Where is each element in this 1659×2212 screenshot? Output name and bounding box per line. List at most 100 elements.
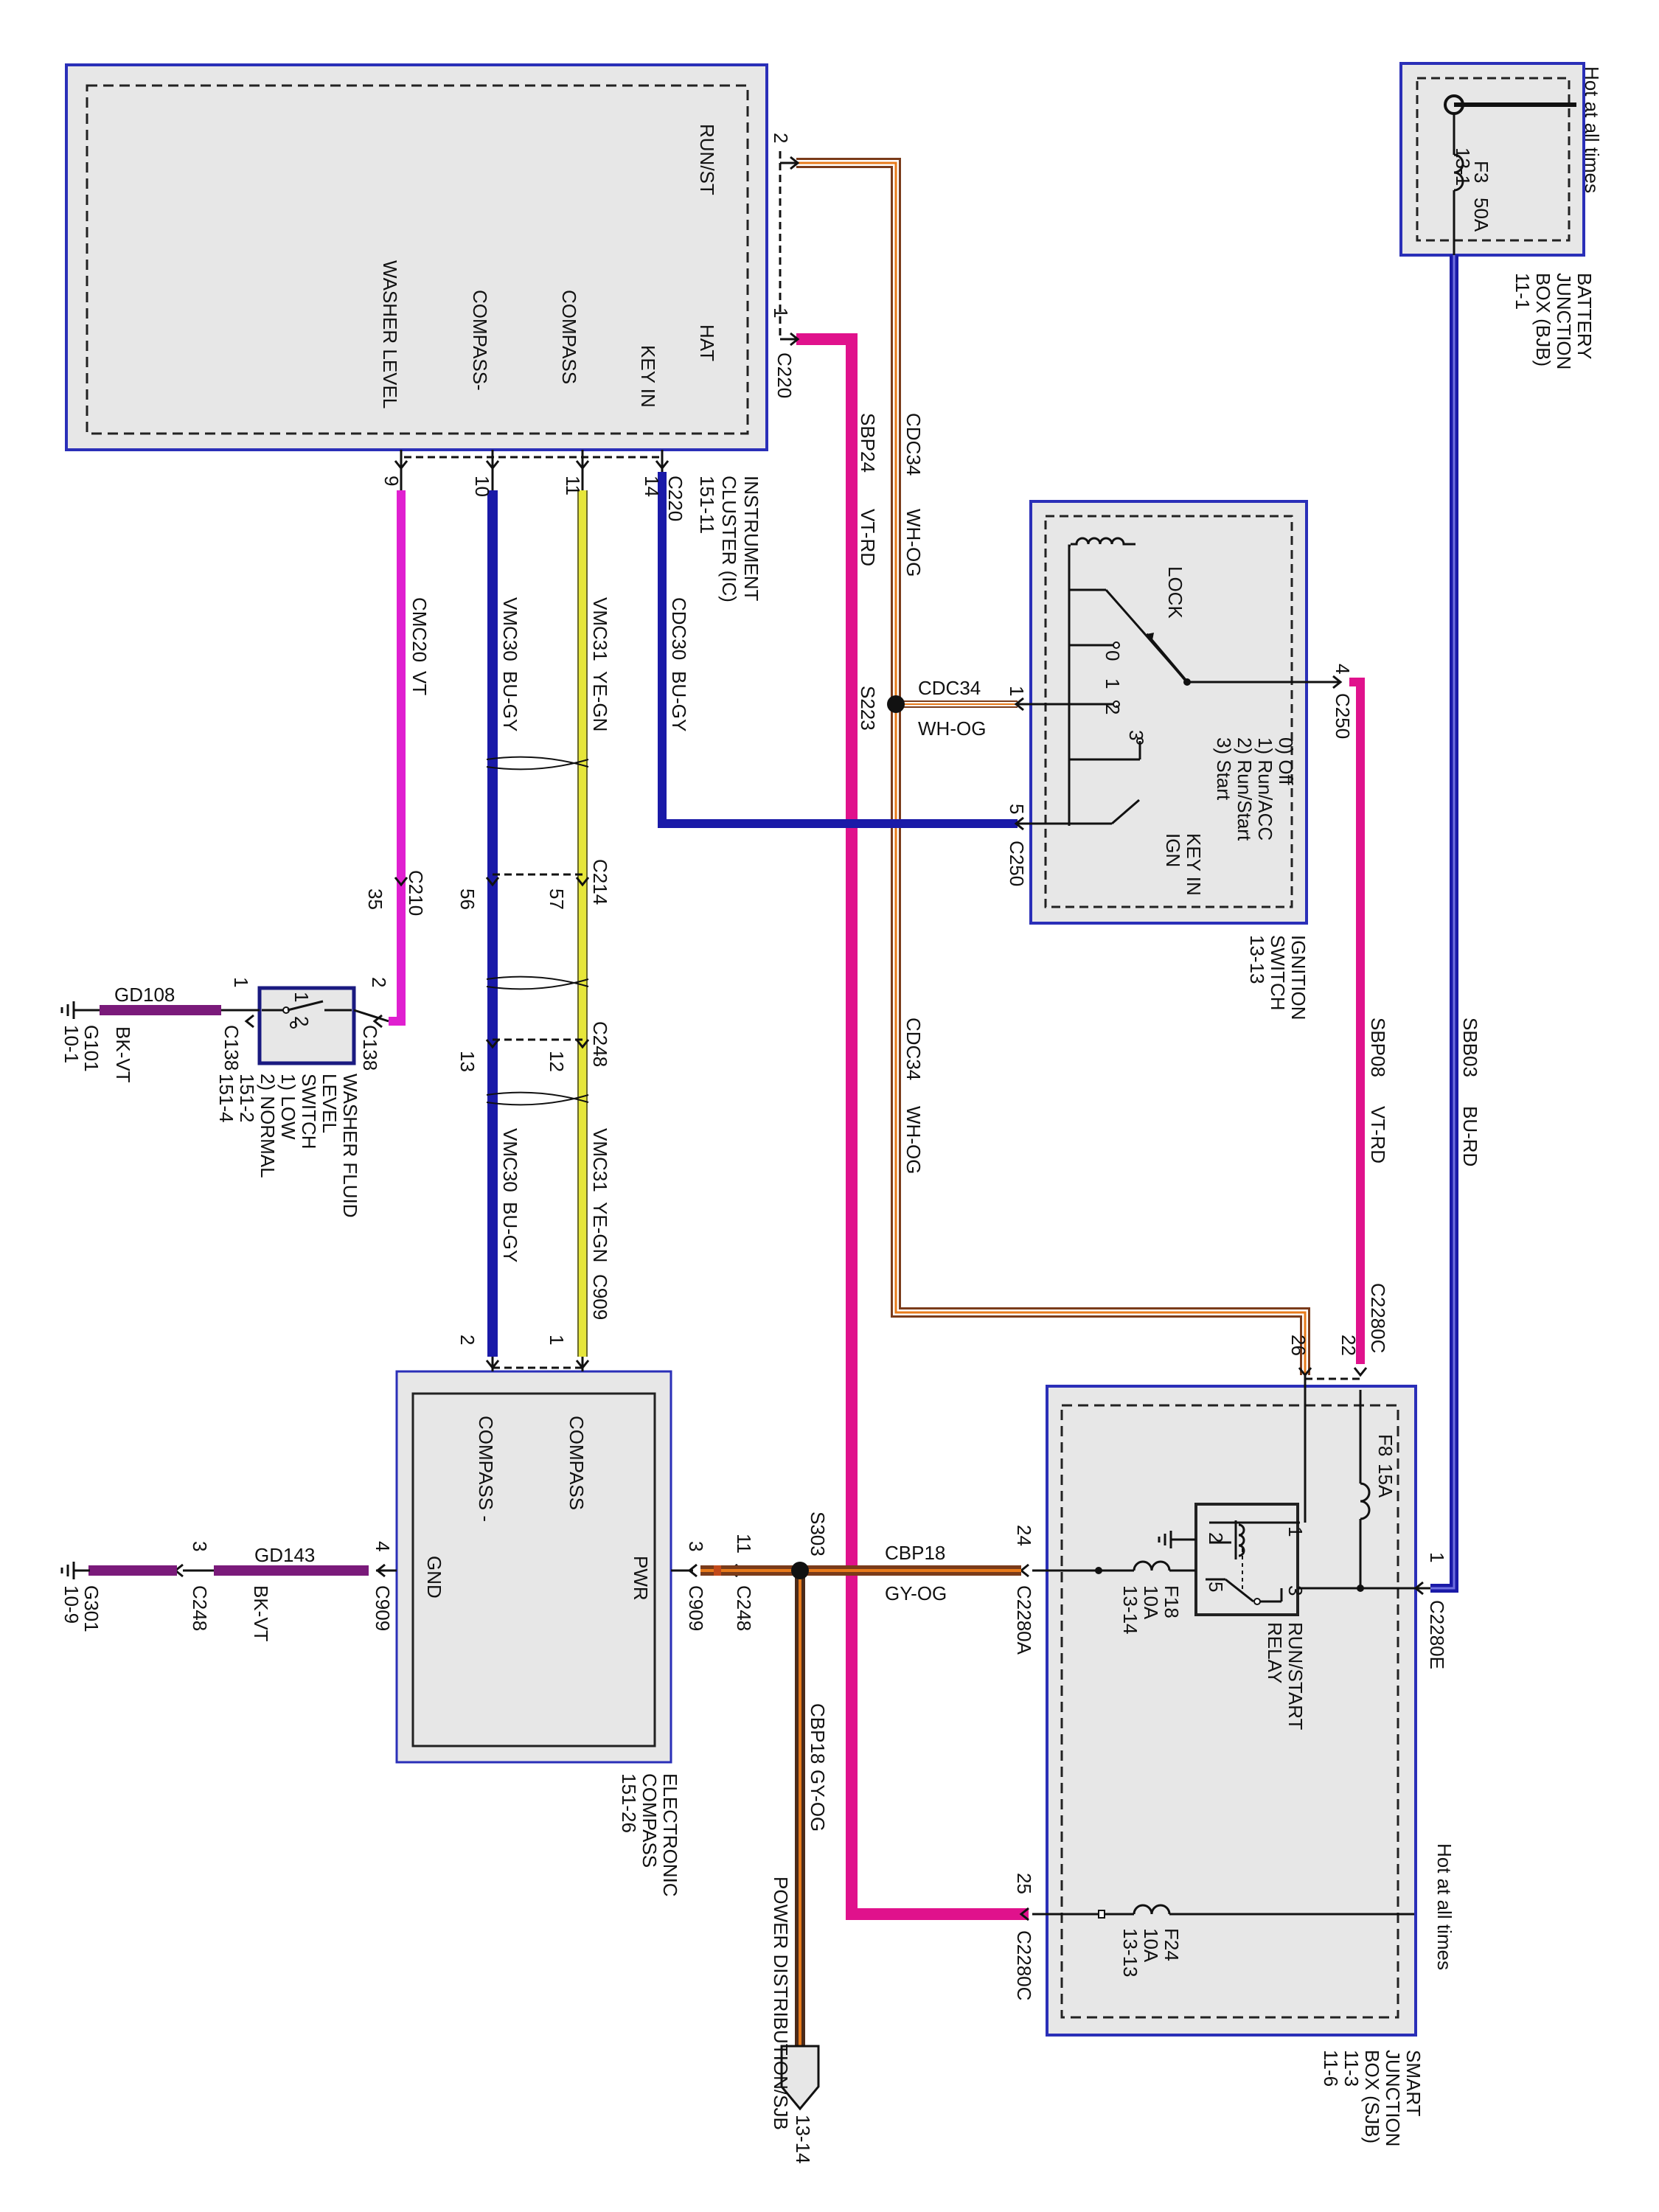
- ign-legend-2: 2) Run/Start: [1234, 737, 1256, 841]
- bjb-name-2: JUNCTION: [1553, 273, 1575, 369]
- relay-coil-icon: [1238, 1523, 1245, 1557]
- ign-pos-0: 0: [1102, 650, 1124, 661]
- wire-cbp18: [700, 1562, 1021, 2046]
- lock-solenoid-icon: [1071, 537, 1135, 546]
- washer-switch-box: [257, 986, 356, 1065]
- washer-switch-icon: [287, 1000, 324, 1012]
- c2280a-pin-24: 24: [1013, 1525, 1035, 1546]
- washer-switch-name-3: SWITCH: [298, 1074, 320, 1150]
- fuse-f8-label: F8: [1374, 1434, 1397, 1456]
- fuse-f18-ref: 13-14: [1119, 1585, 1141, 1635]
- relay-name-1: RUN/START: [1284, 1622, 1307, 1730]
- wire-sbp24: [796, 333, 1029, 1920]
- c250-pin-5: 5: [1006, 804, 1028, 814]
- ic-pin-11: 11: [562, 476, 584, 495]
- ign-wiper: [1145, 633, 1189, 684]
- ign-pos-1: 1: [1102, 678, 1124, 689]
- fuse-f24-amps: 10A: [1140, 1928, 1162, 1963]
- ground-g101-label: G101: [80, 1025, 102, 1072]
- washer-switch-pos-2: 2: [291, 1016, 313, 1026]
- wire-sbb03: [1430, 255, 1458, 1593]
- electronic-compass-inner: [411, 1392, 656, 1747]
- ign-name-3: 13-13: [1246, 935, 1268, 984]
- c250-pin-4: 4: [1332, 664, 1354, 674]
- washer-switch-pos-1: 1: [291, 992, 313, 1002]
- ic-pin-9: 9: [380, 476, 403, 486]
- washer-switch-ref-1: 151-2: [236, 1074, 258, 1123]
- wire-cmc20-color: VT: [408, 671, 431, 695]
- c210-pin-35: 35: [364, 888, 386, 910]
- c2280e-label: C2280E: [1426, 1600, 1448, 1669]
- fuse-f24-icon: [1133, 1904, 1171, 1915]
- relay-pin-2: 2: [1205, 1532, 1227, 1543]
- splice-s303: [791, 1562, 809, 1579]
- relay-contact-icon: [1225, 1578, 1254, 1603]
- c248-label-b: C248: [189, 1585, 211, 1631]
- c138-label-a: C138: [220, 1025, 243, 1071]
- c214-label: C214: [589, 859, 611, 905]
- relay-name-2: RELAY: [1264, 1622, 1286, 1683]
- key-in-switch-icon: [1111, 799, 1140, 825]
- ec-compass-neg-label: COMPASS -: [475, 1416, 497, 1522]
- electronic-compass-box: [395, 1370, 672, 1764]
- bjb-name-1: BATTERY: [1573, 273, 1596, 360]
- ic-name-1: INSTRUMENT: [740, 476, 762, 602]
- power-distribution-ref: 13-14: [792, 2115, 814, 2164]
- c220-label-a: C220: [773, 352, 796, 398]
- wire-cdc34-color: WH-OG: [902, 509, 925, 577]
- relay-pin-1: 1: [1284, 1526, 1307, 1537]
- ign-lock-label: LOCK: [1164, 566, 1186, 619]
- wire-sbp08-label: SBP08: [1367, 1018, 1389, 1077]
- c909-pin-1: 1: [546, 1335, 568, 1345]
- ec-gnd-label: GND: [423, 1556, 445, 1599]
- c210-label: C210: [405, 870, 427, 916]
- wire-cdc34: [796, 158, 1310, 1375]
- wire-sbb03-color: BU-RD: [1459, 1106, 1481, 1166]
- c138-pin-2: 2: [368, 977, 390, 987]
- wire-sbp08: [1349, 678, 1365, 1364]
- ic-name-3: 151-11: [696, 476, 718, 534]
- c250-label-a: C250: [1332, 693, 1354, 739]
- bjb-hot-label: Hot at all times: [1581, 66, 1603, 193]
- ic-pin-10: 10: [471, 476, 493, 497]
- run-start-relay-box: [1194, 1503, 1299, 1616]
- c2280c-pin-25: 25: [1013, 1873, 1035, 1894]
- c248-label-c: C248: [733, 1585, 755, 1631]
- fuse-f3-icon: [1453, 153, 1464, 192]
- c248-label-a: C248: [589, 1021, 611, 1067]
- wire-cdc30: [658, 472, 1018, 828]
- wire-cbp18-label-b: CBP18: [807, 1703, 829, 1764]
- fuse-f24-ref: 13-13: [1119, 1928, 1141, 1978]
- wire-vmc31-label-b: VMC31: [589, 1128, 611, 1192]
- c214-pin-56: 56: [456, 888, 479, 910]
- ign-contact-0: [1113, 641, 1120, 649]
- wire-vmc31-label: VMC31: [589, 597, 611, 661]
- ignition-switch-box: [1029, 500, 1308, 925]
- battery-junction-box: [1399, 62, 1585, 257]
- wire-vmc30-color: BU-GY: [499, 671, 521, 731]
- splice-s303-label: S303: [807, 1512, 829, 1557]
- ign-legend-0: 0) Off: [1275, 737, 1297, 785]
- splice-s223: [887, 695, 905, 713]
- c250-label-b: C250: [1006, 841, 1028, 886]
- ground-g101-ref: 10-1: [60, 1025, 83, 1063]
- c909-pin-3: 3: [685, 1541, 707, 1551]
- fuse-f3-label: F3: [1470, 161, 1492, 183]
- wire-cdc30-label: CDC30: [668, 597, 690, 660]
- ic-key-in-label: KEY IN: [637, 345, 659, 408]
- wire-cdc34-label-c: CDC34: [902, 1018, 925, 1080]
- ec-name-1: ELECTRONIC: [659, 1773, 681, 1897]
- c2280a-label: C2280A: [1013, 1585, 1035, 1655]
- wire-gd108-color: BK-VT: [112, 1026, 134, 1083]
- bjb-name-3: BOX (BJB): [1532, 273, 1554, 366]
- ign-legend-3: 3) Start: [1213, 737, 1235, 801]
- fuse-f3-ref: 13-1: [1452, 147, 1474, 186]
- bjb-inner: [1416, 77, 1571, 242]
- wire-sbp08-color: VT-RD: [1367, 1106, 1389, 1164]
- c909-pin-4: 4: [372, 1541, 394, 1551]
- wire-cdc34-color-c: WH-OG: [902, 1106, 925, 1174]
- washer-switch-name-1: WASHER FLUID: [339, 1074, 361, 1218]
- wire-cdc34-label: CDC34: [902, 413, 925, 476]
- fuse-f18-amps: 10A: [1140, 1585, 1162, 1620]
